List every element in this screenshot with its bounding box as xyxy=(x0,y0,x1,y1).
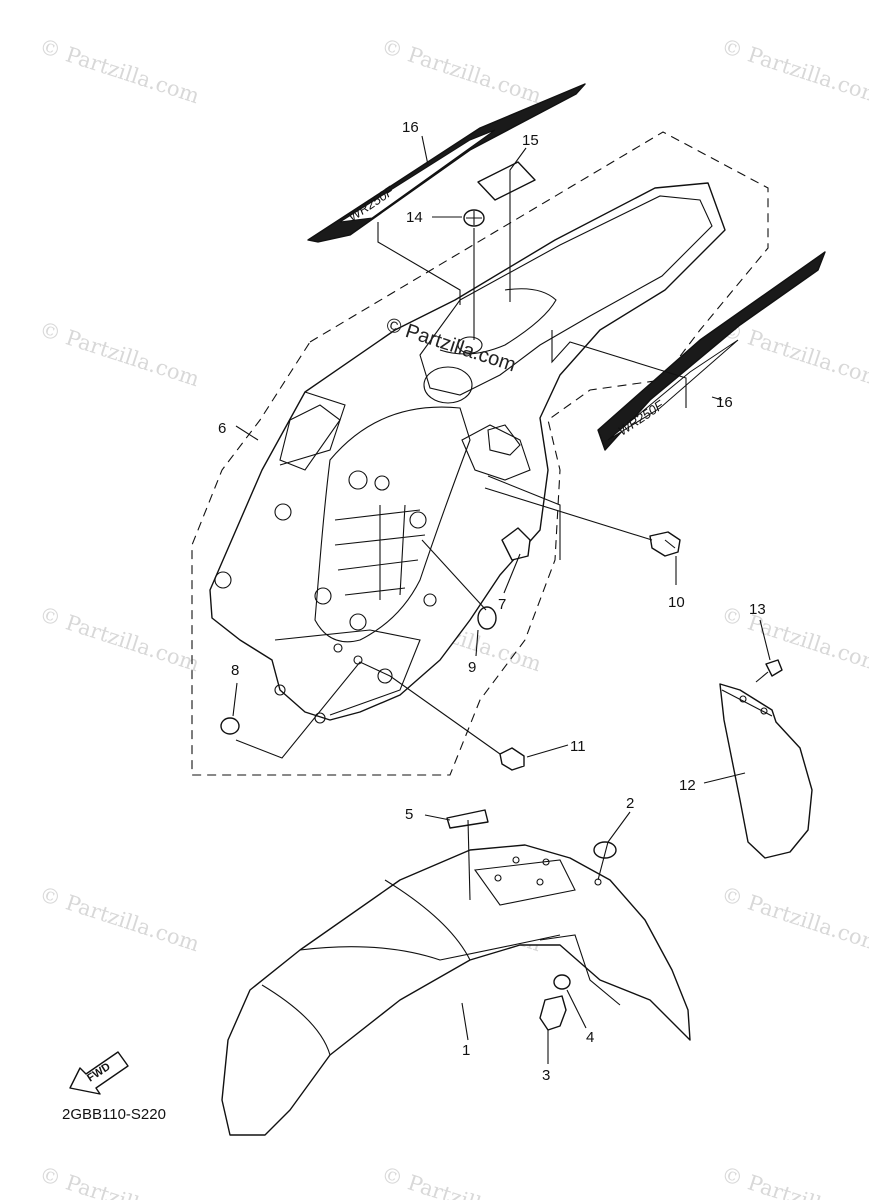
bolt-3 xyxy=(539,995,567,1031)
callout-5: 5 xyxy=(405,806,413,823)
callout-16: 16 xyxy=(716,394,733,411)
watermark-text: © Partzilla.com xyxy=(718,317,869,391)
rear-fender xyxy=(209,182,726,724)
grommet-14 xyxy=(463,209,485,227)
nut-7 xyxy=(501,527,531,561)
watermark-text: © Partzilla.com xyxy=(718,34,869,108)
callout-14: 14 xyxy=(406,209,423,226)
rear-fender-assembly-boundary xyxy=(191,131,769,776)
decal-left-16: WR250F xyxy=(307,83,586,243)
watermark-text: © Partzilla.com xyxy=(378,1162,544,1200)
callout-2: 2 xyxy=(626,795,634,812)
watermark-text: © Partzilla.com xyxy=(718,602,869,676)
leader-lines xyxy=(232,135,771,1064)
callout-4: 4 xyxy=(586,1029,594,1046)
diagram-code: 2GBB110-S220 xyxy=(62,1106,166,1123)
callout-13: 13 xyxy=(749,601,766,618)
callout-16: 16 xyxy=(402,119,419,136)
washer-8 xyxy=(220,717,240,735)
callout-15: 15 xyxy=(522,132,539,149)
fwd-arrow: FWD xyxy=(69,1051,129,1095)
collar-9 xyxy=(477,606,497,630)
callout-3: 3 xyxy=(542,1067,550,1084)
callout-9: 9 xyxy=(468,659,476,676)
callout-1: 1 xyxy=(462,1042,470,1059)
watermark-text: © Partzilla.com xyxy=(36,1162,202,1200)
watermark-text: © Partzilla.com xyxy=(36,602,202,676)
callout-11: 11 xyxy=(570,738,586,755)
callout-12: 12 xyxy=(679,777,696,794)
watermark-text: © Partzilla.com xyxy=(718,1162,869,1200)
callout-7: 7 xyxy=(498,596,506,613)
watermark-text: © Partzilla.com xyxy=(36,882,202,956)
mud-flap-12 xyxy=(719,683,813,859)
watermark-text: © Partzilla.com xyxy=(378,34,544,108)
front-fender xyxy=(221,844,691,1136)
watermark-text: © Partzilla.com xyxy=(36,317,202,391)
screw-13 xyxy=(755,659,783,683)
callout-10: 10 xyxy=(668,594,685,611)
damper-2 xyxy=(593,841,617,859)
watermark-text: © Partzilla.com xyxy=(718,882,869,956)
watermark-text: © Partzilla.com xyxy=(36,34,202,108)
bolt-11 xyxy=(499,747,525,771)
callout-6: 6 xyxy=(218,420,226,437)
collar-4 xyxy=(553,974,571,990)
bolt-10 xyxy=(649,531,681,557)
callout-8: 8 xyxy=(231,662,239,679)
emblem-15 xyxy=(477,161,536,201)
label-5 xyxy=(446,809,489,829)
